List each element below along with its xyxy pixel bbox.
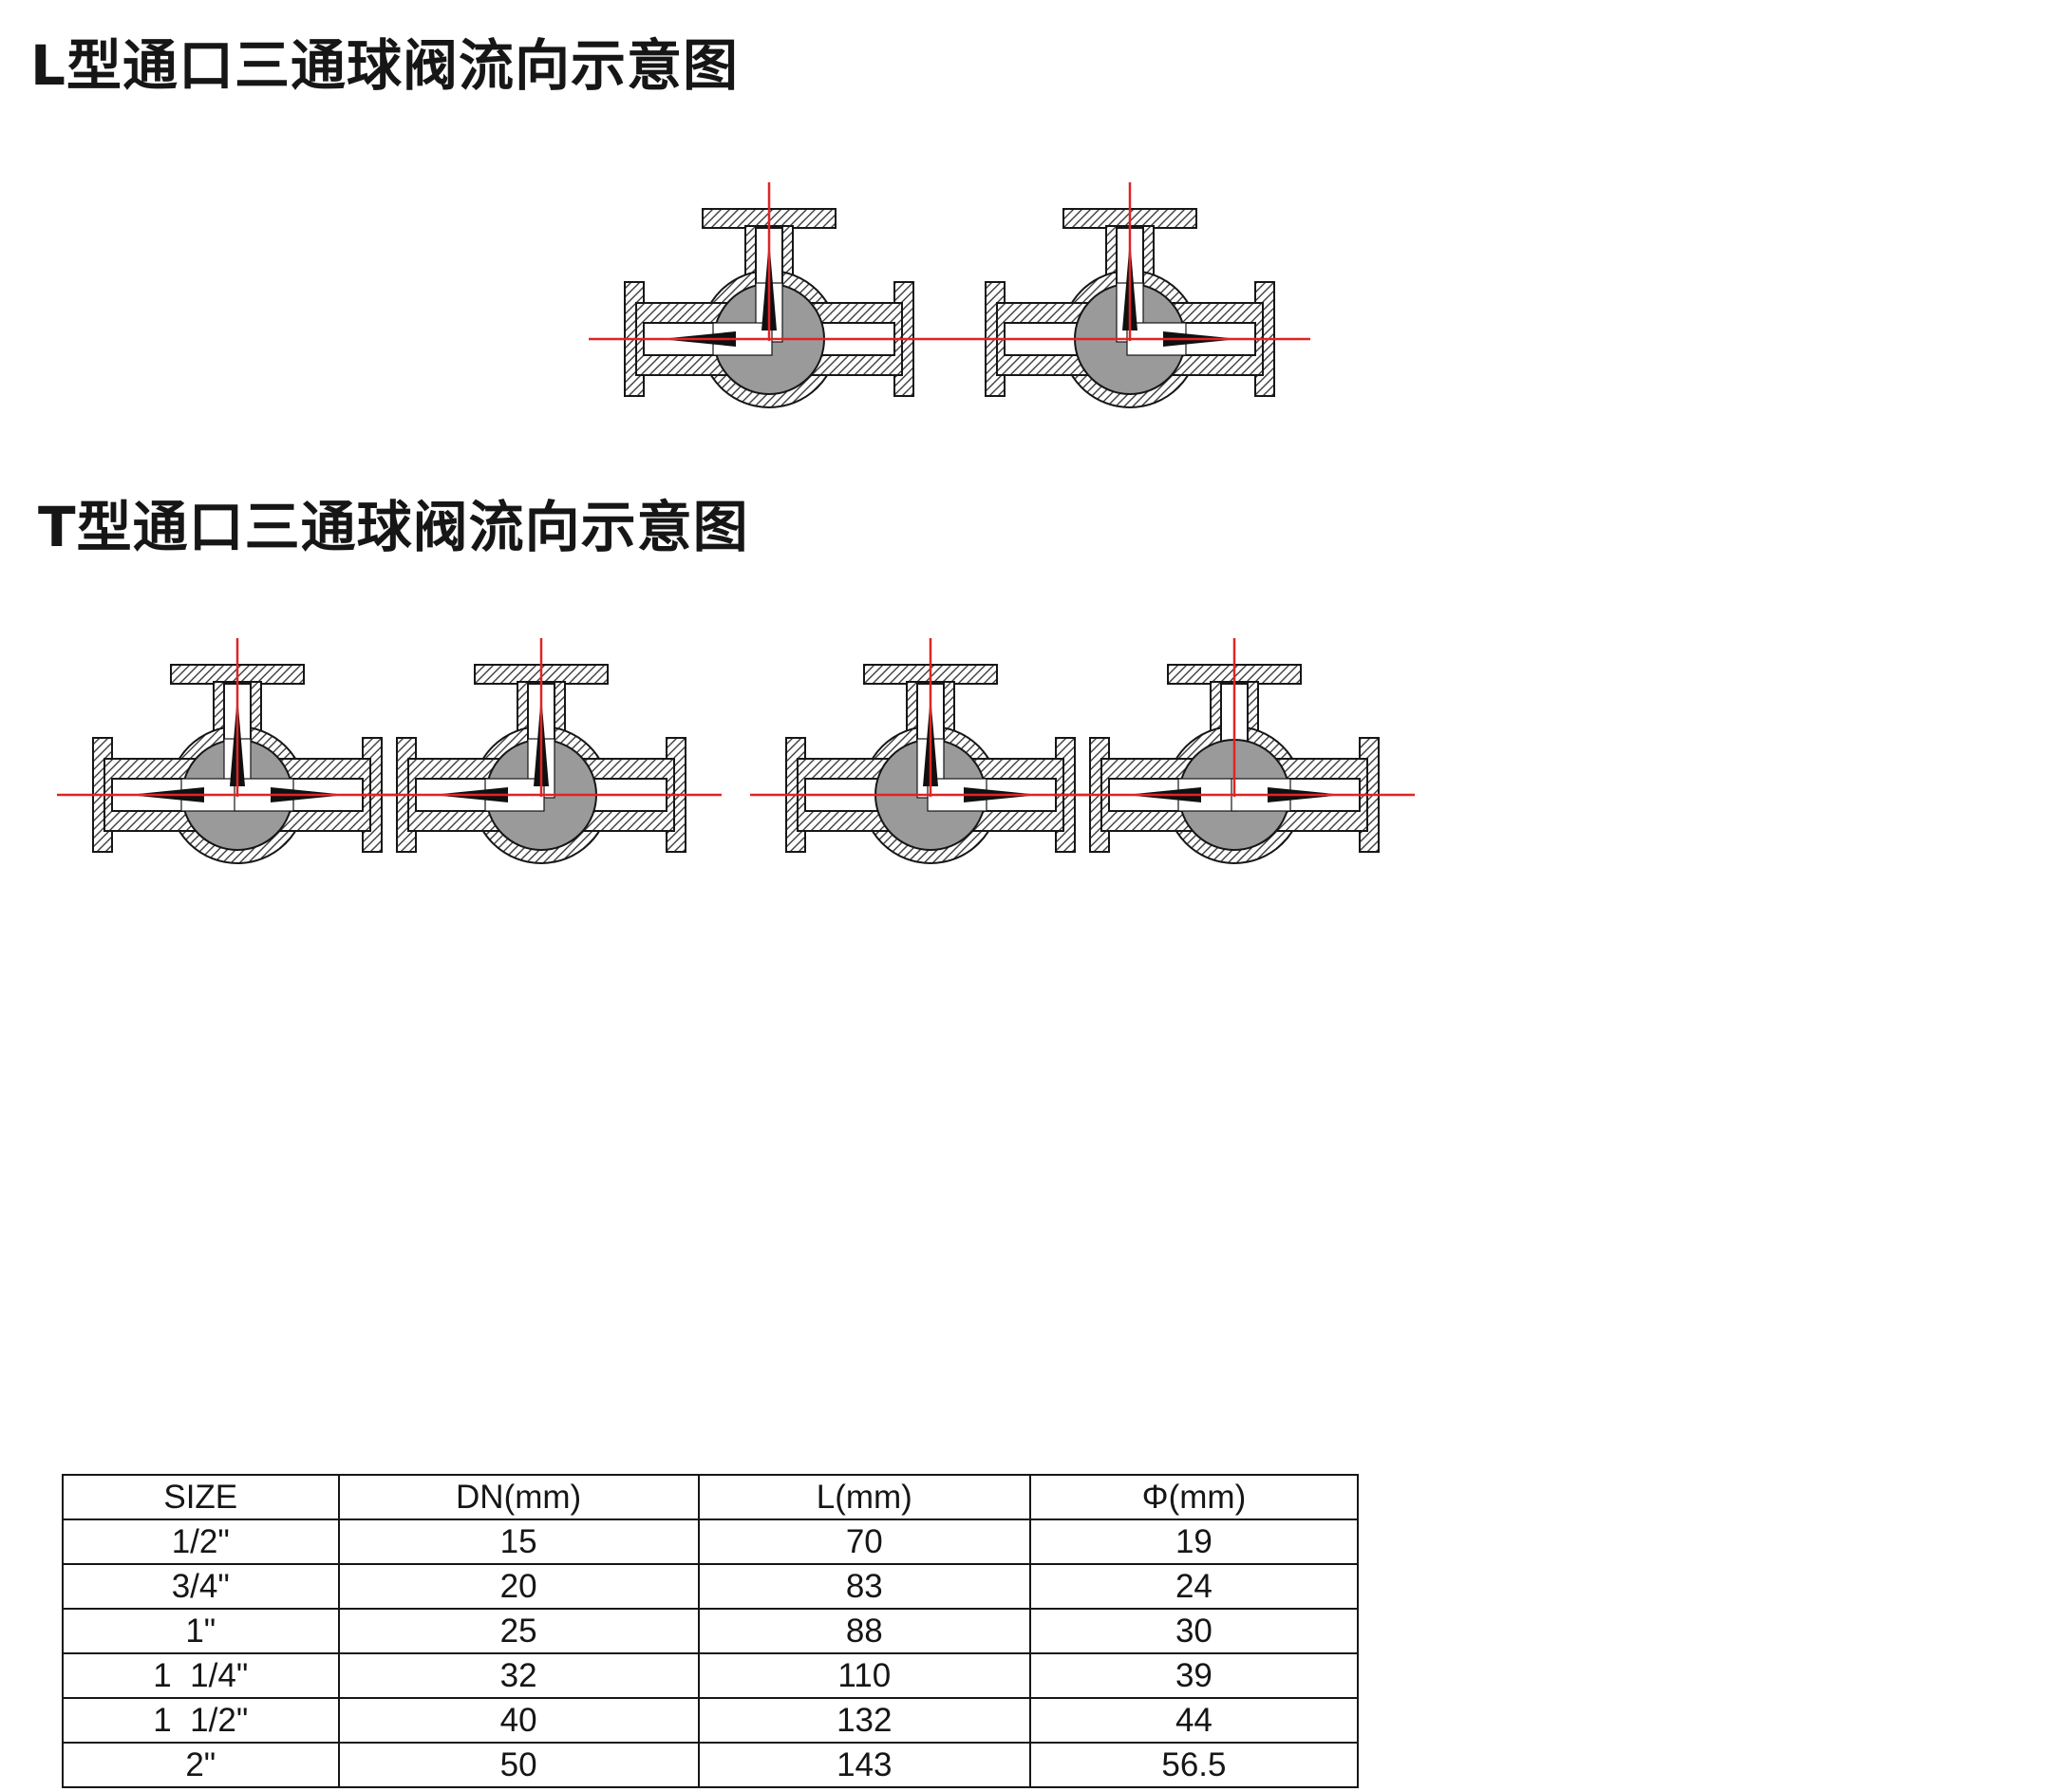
- table-header-cell: DN(mm): [337, 1474, 700, 1520]
- valve-t-1: [57, 638, 418, 864]
- table-header-cell: L(mm): [697, 1474, 1031, 1520]
- table-cell: 70: [697, 1518, 1031, 1565]
- table-cell: 2": [62, 1742, 340, 1788]
- table-cell: 110: [697, 1652, 1031, 1699]
- table-cell: 20: [337, 1563, 700, 1610]
- valve-l-2: [949, 182, 1310, 408]
- l-type-section-title: L型通口三通球阀流向示意图: [30, 33, 739, 98]
- table-cell: 24: [1028, 1563, 1360, 1610]
- table-cell: 39: [1028, 1652, 1360, 1699]
- valve-t-2: [361, 638, 722, 864]
- table-cell: 3/4": [62, 1563, 340, 1610]
- table-cell: 1": [62, 1608, 340, 1654]
- table-cell: 15: [337, 1518, 700, 1565]
- valve-t-3: [750, 638, 1111, 864]
- table-cell: 143: [697, 1742, 1031, 1788]
- table-cell: 56.5: [1028, 1742, 1360, 1788]
- table-cell: 25: [337, 1608, 700, 1654]
- table-header-cell: SIZE: [62, 1474, 340, 1520]
- table-cell: 1/2": [62, 1518, 340, 1565]
- table-cell: 1 1/2": [62, 1697, 340, 1744]
- valve-t-4: [1054, 638, 1415, 864]
- t-type-section-title: T型通口三通球阀流向示意图: [38, 495, 749, 559]
- table-cell: 83: [697, 1563, 1031, 1610]
- table-header-cell: Φ(mm): [1028, 1474, 1360, 1520]
- table-cell: 30: [1028, 1608, 1360, 1654]
- valve-l-1: [589, 182, 949, 408]
- table-cell: 50: [337, 1742, 700, 1788]
- table-cell: 19: [1028, 1518, 1360, 1565]
- table-cell: 88: [697, 1608, 1031, 1654]
- table-cell: 32: [337, 1652, 700, 1699]
- table-cell: 1 1/4": [62, 1652, 340, 1699]
- table-cell: 44: [1028, 1697, 1360, 1744]
- table-cell: 40: [337, 1697, 700, 1744]
- table-cell: 132: [697, 1697, 1031, 1744]
